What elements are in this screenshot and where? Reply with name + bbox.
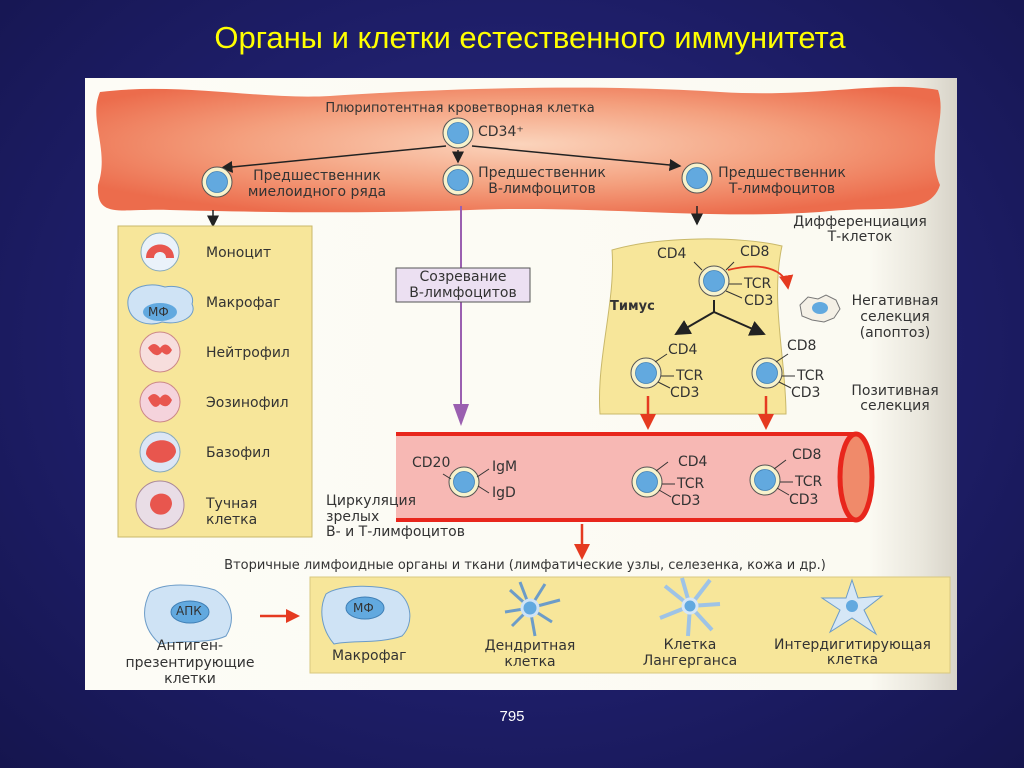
apc-label-line2: презентирующие [125, 655, 255, 671]
macrophage-label: Макрофаг [206, 295, 281, 311]
basophil-cell [139, 431, 181, 473]
langerhans-label-line1: Клетка [663, 637, 717, 653]
t-progenitor-line2: Т-лимфоцитов [728, 181, 836, 197]
langerhans-label-line2: Лангерганса [642, 653, 738, 669]
b-progenitor-line1: Предшественник [478, 165, 606, 181]
myeloid-progenitor-line1: Предшественник [253, 168, 381, 184]
dendritic-label-line2: клетка [504, 654, 556, 670]
apc-cell [144, 584, 232, 645]
page-number: 795 [499, 708, 525, 725]
macrophage-abbr: МФ [148, 305, 169, 319]
t-diff-heading-line1: Дифференциация [793, 214, 927, 230]
circulation-line1: Циркуляция [326, 493, 417, 509]
marker-cd3: CD3 [671, 493, 701, 509]
dendritic-label-line1: Дендритная [484, 638, 576, 654]
monocyte-label: Моноцит [206, 245, 272, 261]
negative-selection-line1: Негативная [851, 293, 939, 309]
marker-tcr: TCR [744, 276, 772, 292]
positive-selection-line1: Позитивная [851, 383, 939, 399]
marker-tcr: TCR [677, 476, 705, 492]
eosinophil-label: Эозинофил [206, 395, 289, 411]
neutrophil-label: Нейтрофил [206, 345, 290, 361]
marker-cd20: CD20 [412, 455, 451, 471]
marker-cd3: CD3 [670, 385, 700, 401]
arrow-to-t-progenitor [471, 145, 682, 171]
eosinophil-cell [139, 381, 181, 423]
b-maturation-line1: Созревание [419, 269, 507, 285]
stem-cell [442, 117, 474, 149]
negative-selection-line2: селекция [860, 309, 930, 325]
cd34-marker: CD34⁺ [478, 124, 524, 140]
marker-cd3: CD3 [789, 492, 819, 508]
marker-cd8: CD8 [792, 447, 822, 463]
mast-cell-label-line1: Тучная [206, 496, 258, 512]
myeloid-progenitor-line2: миелоидного ряда [247, 184, 387, 200]
purple-arrowhead [453, 404, 469, 426]
basophil-label: Базофил [206, 445, 271, 461]
arrow-to-myeloid [220, 145, 447, 173]
apc-abbr: АПК [176, 604, 202, 618]
b-progenitor-cell [442, 164, 474, 196]
positive-selection-line2: селекция [860, 398, 930, 414]
marker-cd8: CD8 [787, 338, 817, 354]
negative-selection-line3: (апоптоз) [859, 325, 931, 341]
marker-igm: IgM [492, 459, 518, 475]
monocyte-cell [140, 232, 180, 272]
marker-tcr: TCR [797, 368, 825, 384]
macrophage-secondary-abbr: МФ [353, 601, 374, 615]
marker-cd8: CD8 [740, 244, 770, 260]
langerhans-cell [659, 577, 721, 637]
secondary-organs-heading: Вторичные лимфоидные органы и ткани (лим… [224, 558, 826, 573]
marker-igd: IgD [492, 485, 516, 501]
b-maturation-line2: В-лимфоцитов [409, 285, 517, 301]
marker-cd3: CD3 [791, 385, 821, 401]
macrophage-cell [127, 284, 194, 325]
thymus-label: Тимус [610, 299, 655, 314]
dendritic-cell [504, 581, 561, 637]
interdigitating-label-line2: клетка [826, 652, 879, 668]
mast-cell-label-line2: клетка [206, 512, 258, 528]
apc-label-line1: Антиген- [156, 638, 224, 654]
t-diff-heading-line2: Т-клеток [827, 229, 893, 245]
circulation-line2: зрелых [326, 509, 380, 525]
stem-cell-label: Плюрипотентная кроветворная клетка [325, 101, 595, 116]
neutrophil-cell [139, 331, 181, 373]
marker-tcr: TCR [795, 474, 823, 490]
t-progenitor-cell [681, 162, 713, 194]
marker-tcr: TCR [676, 368, 704, 384]
slide-title: Органы и клетки естественного иммунитета [214, 20, 846, 55]
t-progenitor-line1: Предшественник [718, 165, 846, 181]
apc-label-line3: клетки [164, 671, 216, 687]
marker-cd4: CD4 [668, 342, 698, 358]
myeloid-progenitor-cell [201, 166, 233, 198]
marker-cd4: CD4 [657, 246, 687, 262]
secondary-organs-box [309, 576, 951, 674]
marker-cd3: CD3 [744, 293, 774, 309]
interdigitating-label-line1: Интердигитирующая [774, 637, 931, 653]
circulation-line3: В- и Т-лимфоцитов [326, 524, 466, 540]
macrophage-secondary-cell [321, 585, 411, 645]
mast-cell [135, 480, 185, 530]
b-maturation-box [395, 267, 531, 303]
b-progenitor-line2: В-лимфоцитов [488, 181, 596, 197]
macrophage-secondary-label: Макрофаг [332, 648, 407, 664]
marker-cd4: CD4 [678, 454, 708, 470]
